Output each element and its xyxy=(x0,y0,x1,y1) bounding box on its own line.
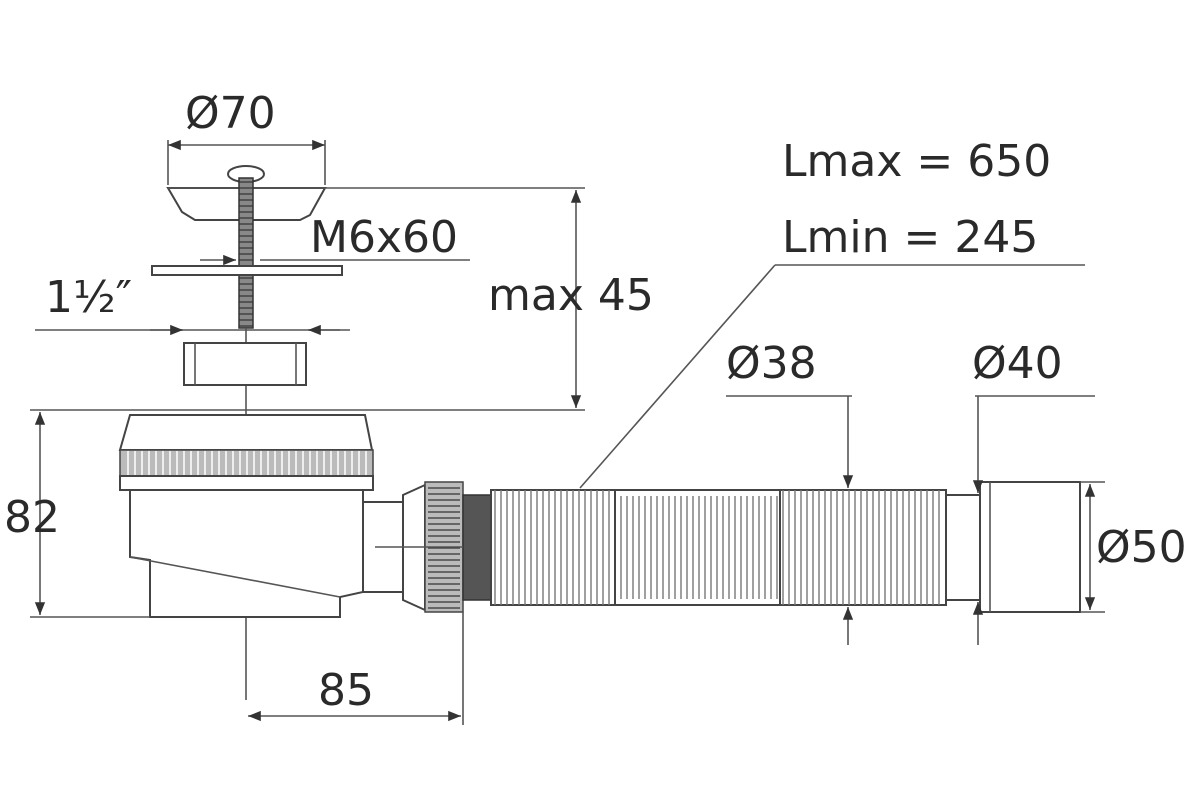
grate-diameter-label: Ø70 xyxy=(185,88,276,139)
flexible-hose xyxy=(490,489,947,606)
outlet-coupling xyxy=(362,481,492,613)
thread-label: 1½″ xyxy=(45,272,132,323)
hose-diameter-label: Ø38 xyxy=(726,338,817,389)
flange-washer xyxy=(151,265,343,276)
screw-label: M6x60 xyxy=(310,212,458,263)
hose-lmax-label: Lmax = 650 xyxy=(782,136,1051,187)
grate xyxy=(166,139,585,221)
hose-lmin-label: Lmin = 245 xyxy=(782,212,1038,263)
outlet-inner-label: Ø40 xyxy=(972,338,1063,389)
outlet-pipe xyxy=(945,494,981,601)
outlet-sleeve xyxy=(979,481,1081,613)
screw xyxy=(227,165,265,700)
height-label: 82 xyxy=(4,492,60,543)
siphon-body xyxy=(118,414,374,618)
nut xyxy=(183,342,307,386)
offset-label: 85 xyxy=(318,665,374,716)
outlet-outer-label: Ø50 xyxy=(1096,522,1187,573)
max-thickness-label: max 45 xyxy=(488,270,654,321)
